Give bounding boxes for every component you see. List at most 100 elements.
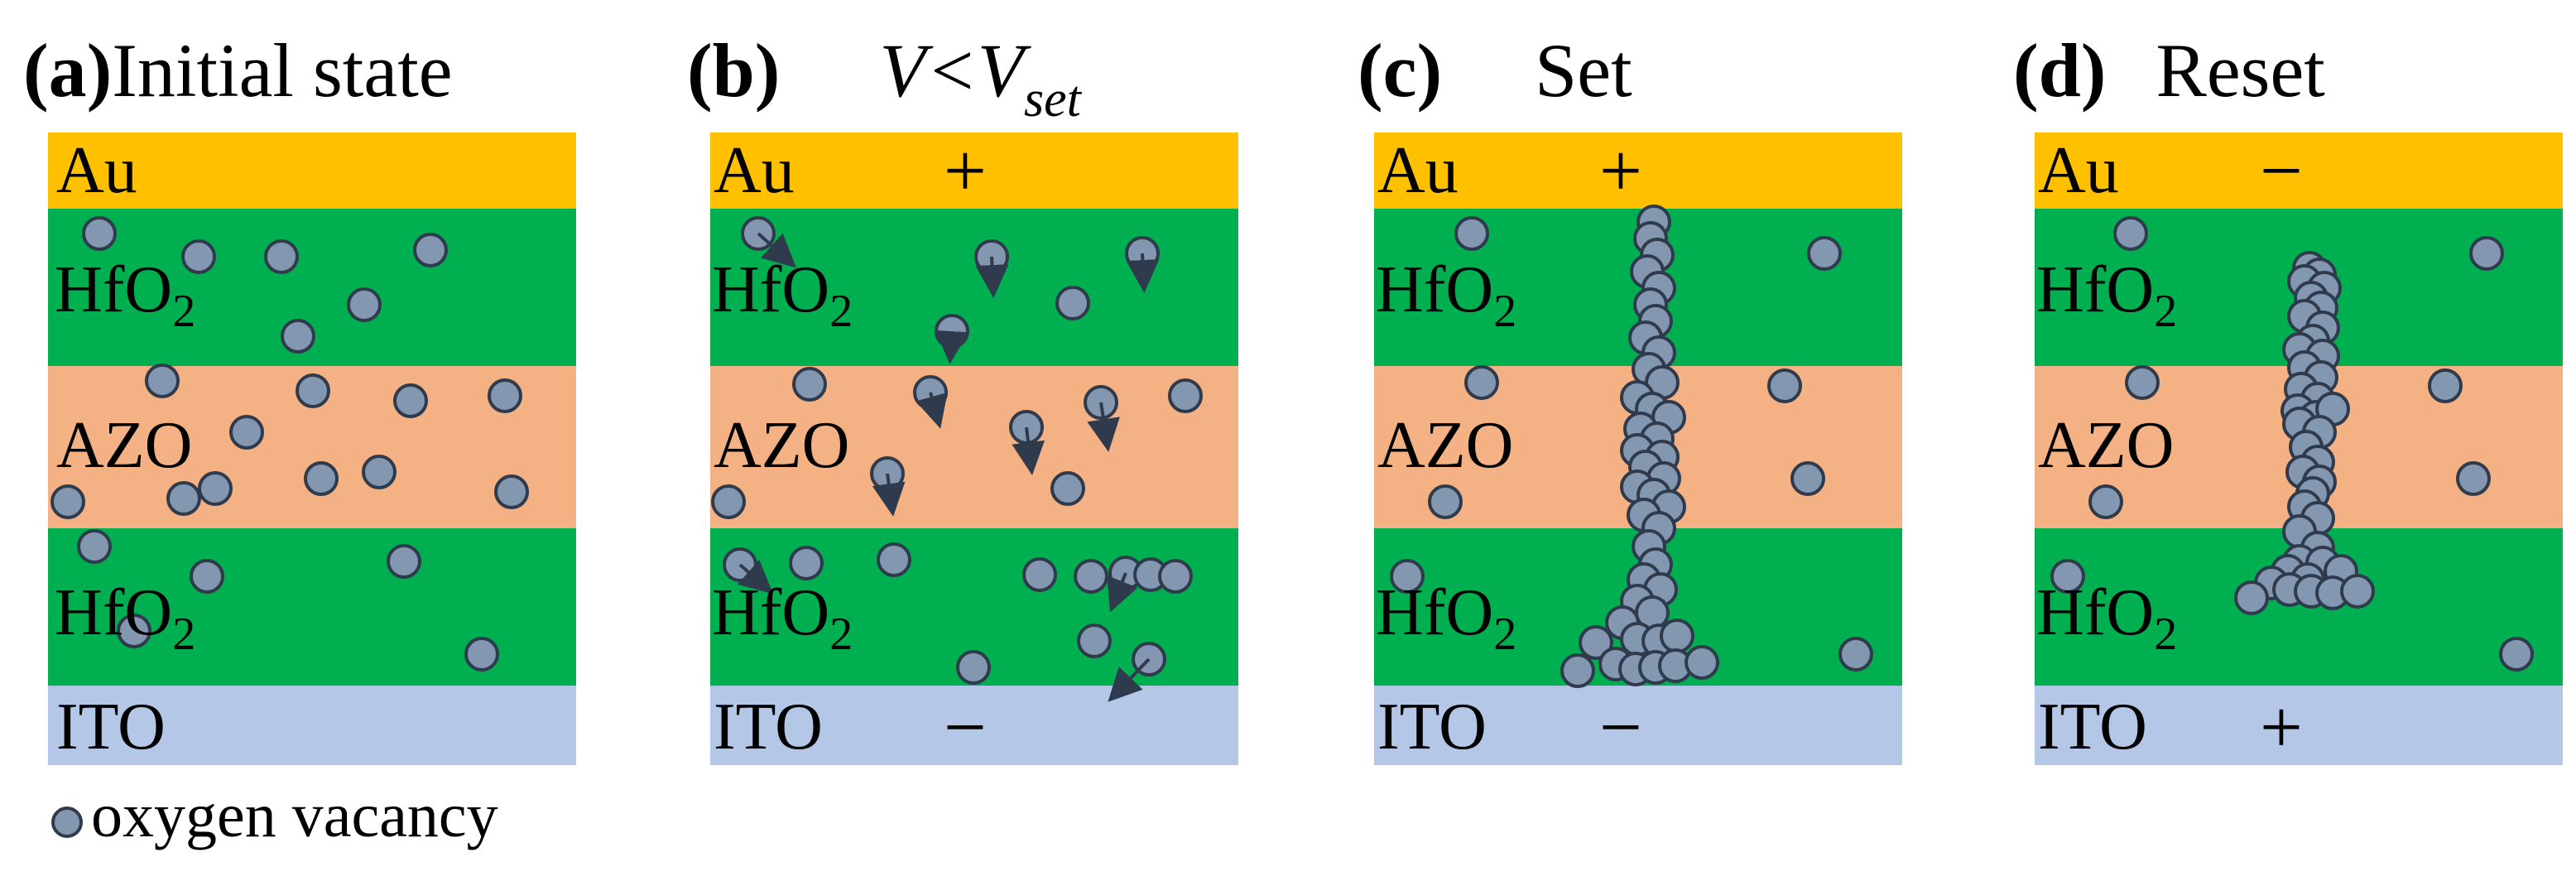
hfo2-top-label-text: HfO (2036, 253, 2155, 326)
oxygen-vacancy (1074, 559, 1108, 594)
panel-c-stack: Au + HfO2 AZO HfO2 ITO − (1374, 132, 1902, 765)
au-layer (1374, 132, 1902, 209)
ito-label: ITO (56, 691, 166, 763)
oxygen-vacancy (2088, 484, 2123, 519)
oxygen-vacancy (1790, 461, 1825, 496)
panel-b-letter: (b) (687, 28, 781, 113)
hfo2-bottom-label-text: HfO (55, 576, 173, 649)
ito-layer (710, 686, 1238, 765)
oxygen-vacancy (1055, 286, 1090, 320)
hfo2-bottom-subscript: 2 (2154, 609, 2178, 660)
top-polarity-sign: + (944, 128, 987, 213)
oxygen-vacancy (2050, 559, 2085, 594)
migration-arrow (872, 473, 906, 517)
au-label: Au (1377, 134, 1459, 207)
hfo2-bottom-label: HfO2 (55, 580, 195, 657)
bottom-polarity-sign: + (2260, 685, 2303, 769)
ito-label: ITO (714, 691, 823, 763)
hfo2-top-label-text: HfO (55, 253, 173, 326)
oxygen-vacancy (789, 546, 824, 580)
hfo2-bottom-label: HfO2 (712, 580, 853, 657)
panel-a-stack: Au HfO2 AZO HfO2 ITO (48, 132, 576, 765)
oxygen-vacancy (2469, 236, 2504, 271)
oxygen-vacancy (1579, 625, 1613, 660)
hfo2-top-label: HfO2 (2036, 257, 2177, 335)
panel-c-letter: (c) (1358, 28, 1443, 113)
oxygen-vacancy (1660, 619, 1694, 653)
oxygen-vacancy (1807, 236, 1842, 271)
ito-layer (2035, 686, 2563, 765)
azo-label: AZO (2038, 409, 2175, 482)
au-layer (48, 132, 576, 209)
oxygen-vacancy (1050, 471, 1085, 506)
azo-label: AZO (56, 409, 193, 482)
hfo2-top-subscript: 2 (829, 286, 853, 337)
oxygen-vacancy (347, 287, 382, 322)
ito-layer (48, 686, 576, 765)
panel-d-vacancies (2050, 216, 2534, 672)
hfo2-bottom-subscript: 2 (829, 609, 853, 660)
au-label: Au (56, 134, 137, 207)
oxygen-vacancy (711, 484, 746, 519)
legend-label: oxygen vacancy (91, 781, 498, 850)
top-polarity-sign: − (2260, 128, 2303, 213)
oxygen-vacancy (488, 378, 522, 413)
ito-layer (1374, 686, 1902, 765)
panel-a-vacancies (50, 216, 529, 672)
azo-label: AZO (714, 409, 850, 482)
hfo2-top-subscript: 2 (2154, 286, 2178, 337)
oxygen-vacancy (1022, 557, 1057, 592)
oxygen-vacancy (1684, 645, 1719, 680)
panel-c-vacancies (1390, 205, 1873, 688)
oxygen-vacancy (281, 319, 315, 354)
oxygen-vacancy (181, 239, 216, 274)
au-label: Au (2038, 134, 2119, 207)
hfo2-bottom-label: HfO2 (1376, 580, 1516, 657)
hfo2-top-label: HfO2 (55, 257, 195, 335)
oxygen-vacancy (362, 455, 396, 489)
oxygen-vacancy (2125, 365, 2160, 400)
hfo2-bottom-label-text: HfO (2036, 576, 2155, 649)
oxygen-vacancy (413, 233, 448, 267)
oxygen-vacancy (1428, 484, 1463, 519)
migration-arrow (1107, 572, 1138, 613)
oxygen-vacancy (2456, 461, 2491, 496)
panel-b-title: (b)V<Vset (687, 25, 1081, 128)
oxygen-vacancy (1454, 216, 1489, 251)
oxygen-vacancy (190, 559, 224, 594)
oxygen-vacancy (2340, 574, 2375, 609)
migration-arrow (975, 256, 1009, 298)
oxygen-vacancy (2428, 368, 2463, 403)
panel-c-title: (c) Set (1358, 25, 1632, 116)
oxygen-vacancy (264, 239, 299, 274)
migration-arrow (757, 232, 796, 268)
oxygen-vacancy (2499, 637, 2534, 672)
oxygen-vacancy (117, 614, 151, 648)
hfo2-top-label: HfO2 (1376, 257, 1516, 335)
migration-arrow (1012, 426, 1045, 475)
oxygen-vacancy (50, 484, 85, 519)
oxygen-vacancy (198, 471, 233, 506)
panel-d-letter: (d) (2013, 28, 2107, 113)
panel-d-title: (d) Reset (2013, 25, 2325, 116)
migration-arrow (916, 392, 948, 429)
oxygen-vacancy (1560, 653, 1595, 688)
oxygen-vacancy-dot-icon (51, 806, 83, 838)
oxygen-vacancy (77, 529, 112, 564)
azo-label: AZO (1377, 409, 1514, 482)
bottom-polarity-sign: − (1599, 685, 1642, 769)
panel-b-vacancies (711, 216, 1203, 702)
hfo2-top-label-text: HfO (712, 253, 830, 326)
hfo2-bottom-label-text: HfO (1376, 576, 1494, 649)
panel-c-title-text: Set (1535, 28, 1632, 113)
oxygen-vacancy (393, 383, 428, 418)
oxygen-vacancy (1767, 368, 1802, 403)
oxygen-vacancy (229, 415, 264, 450)
oxygen-vacancy (1158, 559, 1193, 594)
panel-b-stack: Au + HfO2 AZO HfO2 ITO − (710, 132, 1238, 765)
hfo2-bottom-label-text: HfO (712, 576, 830, 649)
hfo2-bottom-subscript: 2 (1493, 609, 1517, 660)
hfo2-top-label-text: HfO (1376, 253, 1494, 326)
panel-d-title-text: Reset (2155, 28, 2325, 113)
